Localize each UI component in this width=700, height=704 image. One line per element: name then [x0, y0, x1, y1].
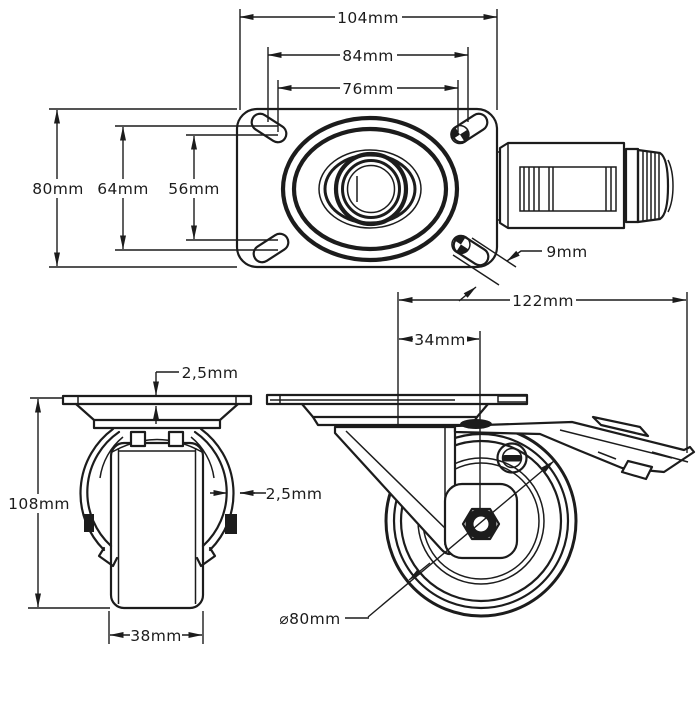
kingpin-side — [460, 419, 492, 429]
dim-34: 34mm — [398, 330, 481, 512]
dim-84: 84mm — [267, 46, 469, 122]
dim-label-wheel-width: 38mm — [130, 627, 182, 645]
side-view: 122mm 34mm ⌀80mm — [265, 291, 696, 628]
dim-label-fork-thickness: 2,5mm — [266, 485, 323, 503]
mounting-plate-front — [61, 394, 253, 430]
dim-label-overall-depth: 80mm — [32, 180, 84, 198]
brake-pedal-top — [497, 141, 674, 230]
dim-76: 76mm — [277, 79, 459, 132]
dim-label-overall-length: 122mm — [512, 292, 574, 310]
dim-122: 122mm — [397, 291, 688, 453]
dim-label-overall-width: 104mm — [337, 9, 399, 27]
dim-diameter: ⌀80mm — [279, 460, 555, 628]
bearing-block-right — [167, 430, 185, 448]
brake-housing-side — [453, 415, 696, 481]
dim-108: 108mm — [8, 397, 110, 609]
dim-56: 56mm — [168, 134, 278, 241]
mounting-plate-top — [235, 107, 499, 269]
dim-label-wheel-diameter: ⌀80mm — [279, 610, 340, 628]
dim-label-plate-thickness: 2,5mm — [182, 364, 239, 382]
swivel-raceway — [280, 115, 460, 263]
dim-label-bolt-depth-outer: 64mm — [97, 180, 149, 198]
pedal-hinge — [624, 147, 640, 224]
dim-label-slot-width: 9mm — [546, 243, 587, 261]
bearing-block-left — [129, 430, 147, 448]
dim-label-bolt-spacing-inner: 76mm — [342, 80, 394, 98]
dim-label-bolt-spacing-outer: 84mm — [342, 47, 394, 65]
dim-38: 38mm — [108, 611, 204, 645]
slot-hole-top-left — [250, 112, 288, 144]
fork-foot-left — [97, 546, 119, 568]
dim-fork-thickness: 2,5mm — [210, 485, 322, 503]
slot-hole-bottom-right — [451, 234, 490, 267]
slot-hole-top-right — [450, 112, 489, 145]
axle-end-right — [225, 514, 237, 534]
fork-foot-right — [195, 546, 217, 568]
pedal-ribbed-tip — [636, 148, 670, 224]
dim-plate-thickness: 2,5mm — [153, 364, 239, 424]
dim-64: 64mm — [97, 125, 278, 251]
dim-80: 80mm — [32, 108, 237, 268]
top-view: 104mm 84mm 76mm 80mm — [32, 8, 674, 302]
mounting-plate-side — [265, 393, 529, 429]
screw-head — [496, 442, 528, 474]
fork-front — [79, 427, 237, 568]
slot-hole-bottom-left — [252, 232, 290, 264]
front-view: 108mm 2,5mm 2,5mm 38mm — [8, 364, 322, 645]
dim-label-swivel-offset: 34mm — [414, 331, 466, 349]
dim-label-overall-height: 108mm — [8, 495, 70, 513]
brake-lever-tab — [591, 415, 650, 438]
dim-9: 9mm — [452, 237, 587, 302]
wheel-front — [109, 438, 205, 610]
dim-label-bolt-depth-inner: 56mm — [168, 180, 220, 198]
brake-pad — [620, 459, 654, 481]
axle-end-left — [84, 514, 94, 532]
axle-hub — [443, 482, 519, 560]
kingpin-boss — [333, 151, 409, 227]
fork-side — [333, 425, 457, 556]
wheel-top-silhouette — [111, 438, 203, 453]
dim-104: 104mm — [239, 8, 498, 110]
